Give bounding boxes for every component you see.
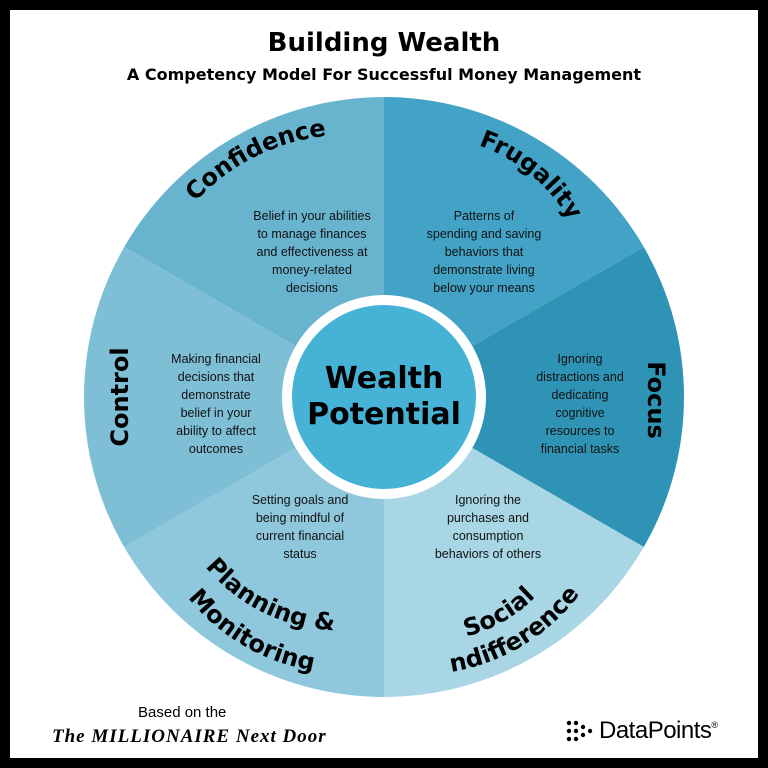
segment-description-line: Belief in your abilities (253, 209, 370, 223)
segment-focus (384, 247, 684, 547)
segment-control (83, 247, 384, 547)
segment-description-line: and effectiveness at (257, 245, 368, 259)
segment-description-line: demonstrate living (433, 263, 534, 277)
source-note: Based on the (138, 704, 227, 721)
segment-description-confidence: Belief in your abilities to manage financ… (253, 209, 370, 295)
book-title: The MILLIONAIRE Next Door (52, 726, 327, 747)
segment-description-line: cognitive (555, 406, 604, 420)
segment-description-line: Setting goals and (252, 493, 349, 507)
infographic-frame: Building Wealth A Competency Model For S… (10, 10, 758, 758)
segment-description-social-indifference: Ignoring the purchases and consumption beha… (435, 493, 541, 561)
segment-description-line: current financial (256, 529, 344, 543)
page-subtitle: A Competency Model For Successful Money … (126, 65, 642, 84)
segment-description-line: resources to (546, 424, 615, 438)
segment-description-line: Patterns of (454, 209, 515, 223)
center-label-line2: Potential (307, 397, 461, 432)
segment-description-line: Making financial (171, 352, 261, 366)
segment-description-line: decisions that (178, 370, 255, 384)
competency-wheel: Patterns of spending and saving behaviors … (10, 10, 684, 697)
logo-wordmark: DataPoints (599, 717, 712, 744)
page-title: Building Wealth (267, 28, 501, 58)
segment-description-line: distractions and (536, 370, 624, 384)
segment-description-line: spending and saving (427, 227, 542, 241)
segment-description-planning-monitoring: Setting goals and being mindful of current… (252, 493, 349, 561)
segment-description-line: being mindful of (256, 511, 345, 525)
segment-description-frugality: Patterns of spending and saving behaviors … (427, 209, 542, 295)
center-hub: Wealth Potential (282, 295, 486, 499)
segment-description-line: money-related (272, 263, 352, 277)
dots-logo-icon (566, 720, 593, 742)
segment-description-line: outcomes (189, 442, 243, 456)
segment-description-line: belief in your (181, 406, 252, 420)
segment-description-line: dedicating (552, 388, 609, 402)
segment-description-line: Ignoring (557, 352, 602, 366)
segment-description-line: financial tasks (541, 442, 620, 456)
segment-title-focus: Focus (642, 361, 670, 439)
segment-description-line: consumption (453, 529, 524, 543)
segment-description-line: purchases and (447, 511, 529, 525)
segment-description-control: Making financial decisions that demonstrat… (171, 352, 261, 456)
center-label-line1: Wealth (325, 361, 444, 396)
segment-title-control: Control (106, 347, 134, 446)
segment-description-focus: Ignoring distractions and dedicating cognit… (536, 352, 624, 456)
segment-description-line: status (283, 547, 316, 561)
segment-description-line: ability to affect (176, 424, 256, 438)
segment-description-line: behaviors of others (435, 547, 541, 561)
segment-description-line: below your means (433, 281, 534, 295)
segment-description-line: behaviors that (445, 245, 524, 259)
segment-description-line: decisions (286, 281, 338, 295)
datapoints-logo: DataPoints ® (566, 716, 718, 746)
hub-fill (292, 305, 476, 489)
segment-description-line: to manage finances (257, 227, 366, 241)
segment-description-line: Ignoring the (455, 493, 521, 507)
logo-registered-mark: ® (711, 720, 719, 730)
segment-description-line: demonstrate (181, 388, 251, 402)
